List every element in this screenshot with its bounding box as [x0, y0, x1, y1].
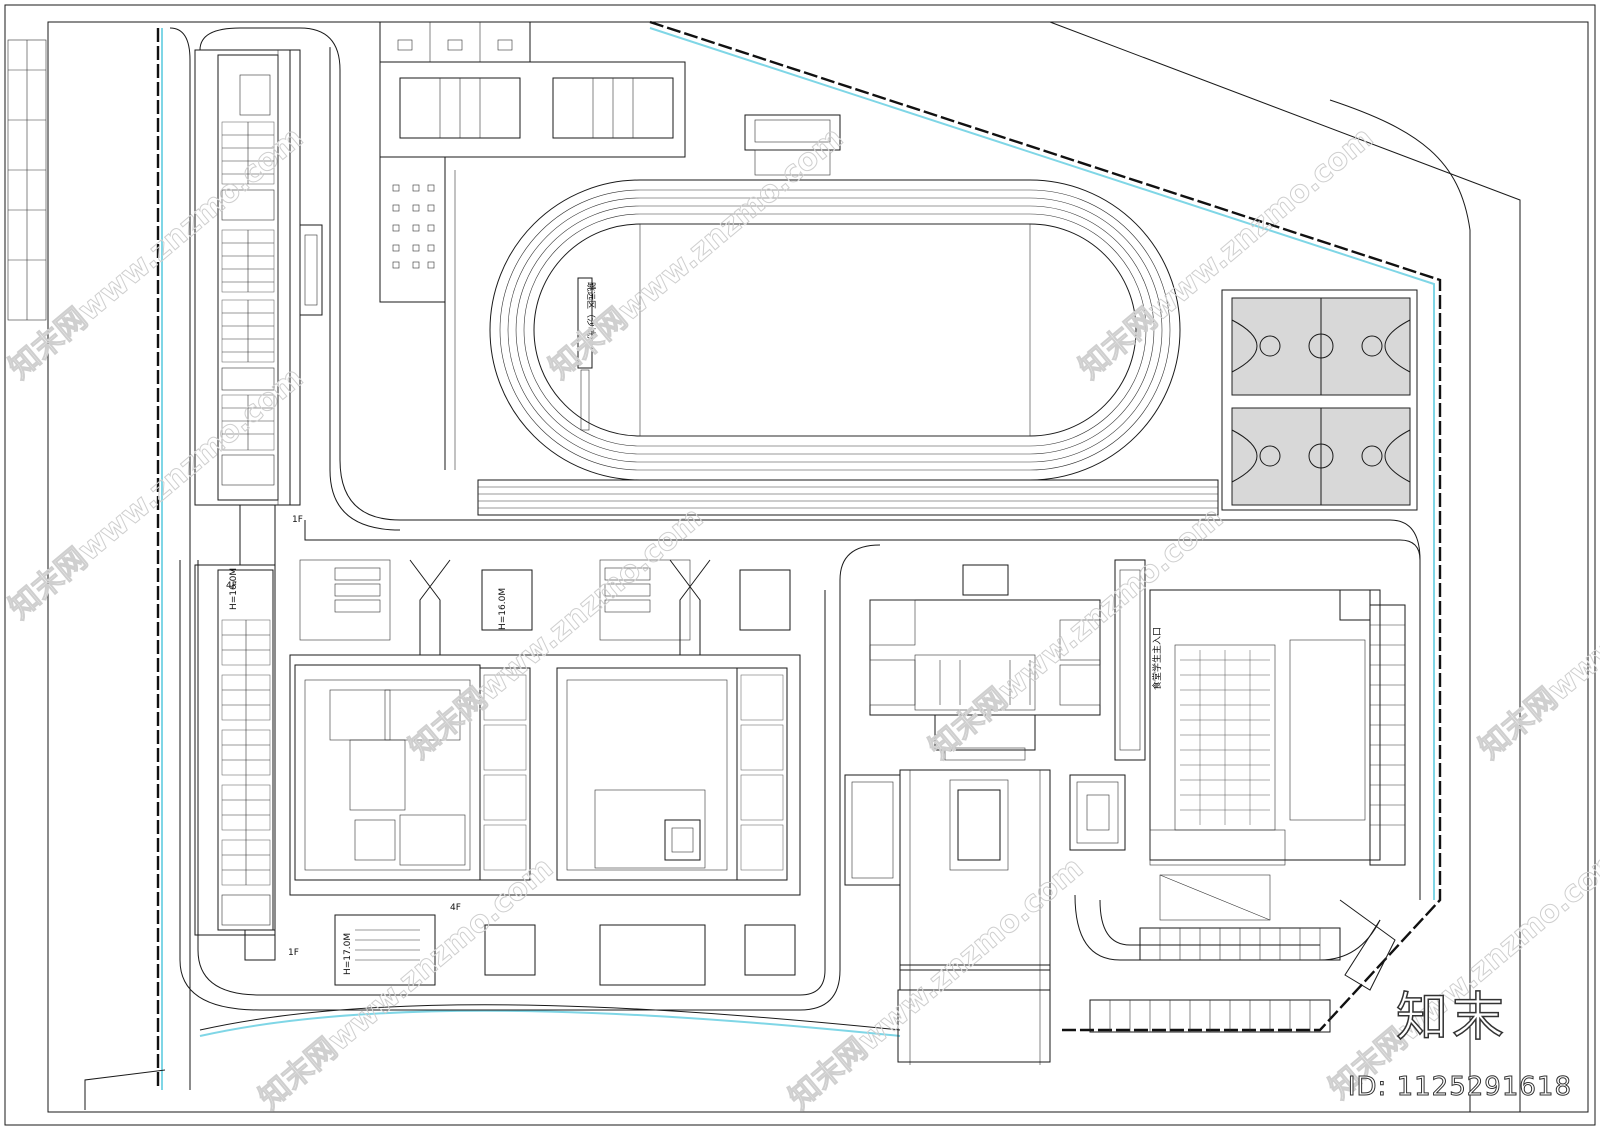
- central-teaching-complex: H=16.0M H=17.0M 4F: [289, 559, 801, 986]
- svg-text:知末网www.znzmo.com: 知末网www.znzmo.com: [1473, 500, 1600, 766]
- drawing-frame: [4, 4, 1596, 1126]
- north-courts: [379, 21, 686, 158]
- height-label-b: H=16.0M: [498, 588, 508, 630]
- height-label-c: H=17.0M: [343, 933, 353, 975]
- title-block: [7, 39, 47, 321]
- svg-text:知末网www.znzmo.com: 知末网www.znzmo.com: [783, 850, 1090, 1116]
- brand-logo: 知末: [1395, 987, 1508, 1049]
- fitness-area: [379, 156, 456, 470]
- svg-text:知末网www.znzmo.com: 知末网www.znzmo.com: [253, 850, 560, 1116]
- running-track: 跳远区（沙坑）: [477, 179, 1219, 516]
- internal-ring-road: [179, 27, 1421, 1011]
- parking-south: [1089, 874, 1396, 1033]
- central-plaza: [844, 769, 1126, 1065]
- left-classroom-block-north: 1F: [194, 49, 323, 525]
- outer-roads: [84, 21, 1521, 1112]
- svg-text:知末网www.znzmo.com: 知末网www.znzmo.com: [1323, 840, 1600, 1106]
- floor-label-4f-b: 4F: [450, 903, 461, 913]
- sandpit-label: 跳远区（沙坑）: [585, 282, 597, 345]
- svg-text:知末网www.znzmo.com: 知末网www.znzmo.com: [3, 120, 310, 386]
- connector-corridor: [239, 504, 276, 566]
- floor-label-4f-a: 4F: [226, 581, 237, 591]
- watermarks: 知末网www.znzmo.com 知末网www.znzmo.com 知末网www…: [2, 120, 1600, 1117]
- admin-building: [869, 564, 1101, 761]
- canteen-building: 食堂学生主入口: [1114, 559, 1406, 866]
- svg-text:知末网www.znzmo.com: 知末网www.znzmo.com: [543, 120, 850, 386]
- entrance-label: 食堂学生主入口: [1151, 627, 1163, 690]
- floor-label-north: 1F: [292, 515, 303, 525]
- pool-structure: [744, 114, 841, 176]
- brand-id: ID: 1125291618: [1347, 1072, 1572, 1103]
- drawing-inner-frame: [47, 21, 1589, 1113]
- left-classroom-block-south: 1F H=16.0M 4F: [194, 564, 299, 961]
- height-label-a: H=16.0M: [229, 568, 239, 610]
- svg-text:知末网www.znzmo.com: 知末网www.znzmo.com: [3, 360, 310, 626]
- floor-label-south: 1F: [288, 948, 299, 958]
- site-boundary: [156, 20, 1442, 1090]
- basketball-courts: [1221, 289, 1418, 511]
